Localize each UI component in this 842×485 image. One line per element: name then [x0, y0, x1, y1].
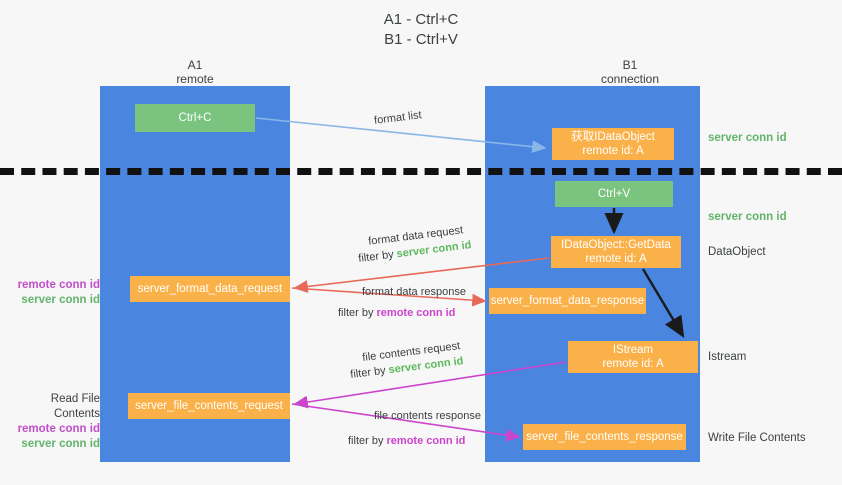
- label-server-conn-id-left-1: server conn id: [21, 294, 100, 306]
- node-ctrl-c[interactable]: Ctrl+C: [135, 104, 255, 132]
- node-server-file-contents-request-label: server_file_contents_request: [135, 400, 283, 412]
- label-read-file-contents: Read File Contents: [50, 393, 100, 420]
- node-ctrl-v[interactable]: Ctrl+V: [555, 181, 673, 207]
- label-server-conn-id-second: server conn id: [708, 211, 787, 223]
- node-idataobject-getdata[interactable]: IDataObject::GetData remote id: A: [551, 236, 681, 268]
- node-server-format-data-request[interactable]: server_format_data_request: [130, 276, 290, 302]
- node-idataobject[interactable]: 获取IDataObject remote id: A: [552, 128, 674, 160]
- label-dataobject: DataObject: [708, 246, 766, 258]
- phase-separator: [0, 168, 842, 175]
- node-server-file-contents-request[interactable]: server_file_contents_request: [128, 393, 290, 419]
- title-line-2: B1 - Ctrl+V: [384, 31, 458, 48]
- node-getdata-line2: remote id: A: [585, 253, 647, 265]
- caption-file-contents-response: file contents response: [374, 410, 482, 422]
- page-title: A1 - Ctrl+C B1 - Ctrl+V: [0, 10, 842, 50]
- node-getdata-line1: IDataObject::GetData: [561, 239, 671, 251]
- filter-prefix-4: filter by: [348, 435, 384, 447]
- node-server-format-data-response-label: server_format_data_response: [490, 295, 645, 307]
- label-left-conn-ids-file: Read File Contents remote conn id server…: [8, 392, 100, 452]
- column-header-a1-name: A1: [187, 58, 203, 72]
- node-server-format-data-response[interactable]: server_format_data_response: [489, 288, 646, 314]
- column-header-a1: A1 remote: [120, 58, 270, 86]
- caption-format-list: format list: [373, 109, 423, 127]
- node-server-file-contents-response[interactable]: server_file_contents_response: [523, 424, 686, 450]
- filter-prefix-3: filter by: [349, 364, 387, 381]
- column-header-b1-sub: connection: [600, 72, 660, 86]
- label-istream: Istream: [708, 351, 747, 363]
- column-header-a1-sub: remote: [176, 72, 214, 86]
- caption-format-data-response: format data response: [362, 286, 466, 298]
- node-server-file-contents-response-label: server_file_contents_response: [526, 431, 683, 443]
- caption-file-contents-response-filter: filter by remote conn id: [348, 434, 465, 448]
- node-idataobject-line1: 获取IDataObject: [571, 131, 655, 143]
- filter-prefix-1: filter by: [357, 248, 395, 265]
- node-istream[interactable]: IStream remote id: A: [568, 341, 698, 373]
- title-line-1: A1 - Ctrl+C: [383, 11, 459, 28]
- label-left-conn-ids-format: remote conn id server conn id: [8, 278, 100, 308]
- label-write-file-contents: Write File Contents: [708, 432, 806, 444]
- node-ctrl-c-label: Ctrl+C: [178, 112, 212, 124]
- label-server-conn-id-top: server conn id: [708, 132, 787, 144]
- filter-value-remote-conn-id-2: remote conn id: [386, 435, 466, 447]
- column-header-b1: B1 connection: [555, 58, 705, 86]
- node-server-format-data-request-label: server_format_data_request: [137, 283, 283, 295]
- node-ctrl-v-label: Ctrl+V: [597, 188, 631, 200]
- caption-format-data-response-filter: filter by remote conn id: [338, 306, 455, 320]
- filter-prefix-2: filter by: [338, 307, 374, 319]
- filter-value-remote-conn-id-1: remote conn id: [376, 307, 456, 319]
- column-header-b1-name: B1: [622, 58, 638, 72]
- label-remote-conn-id-1: remote conn id: [17, 279, 100, 291]
- node-istream-line1: IStream: [612, 344, 654, 356]
- label-remote-conn-id-2: remote conn id: [17, 423, 100, 435]
- node-idataobject-line2: remote id: A: [582, 145, 644, 157]
- label-server-conn-id-left-2: server conn id: [21, 438, 100, 450]
- node-istream-line2: remote id: A: [602, 358, 664, 370]
